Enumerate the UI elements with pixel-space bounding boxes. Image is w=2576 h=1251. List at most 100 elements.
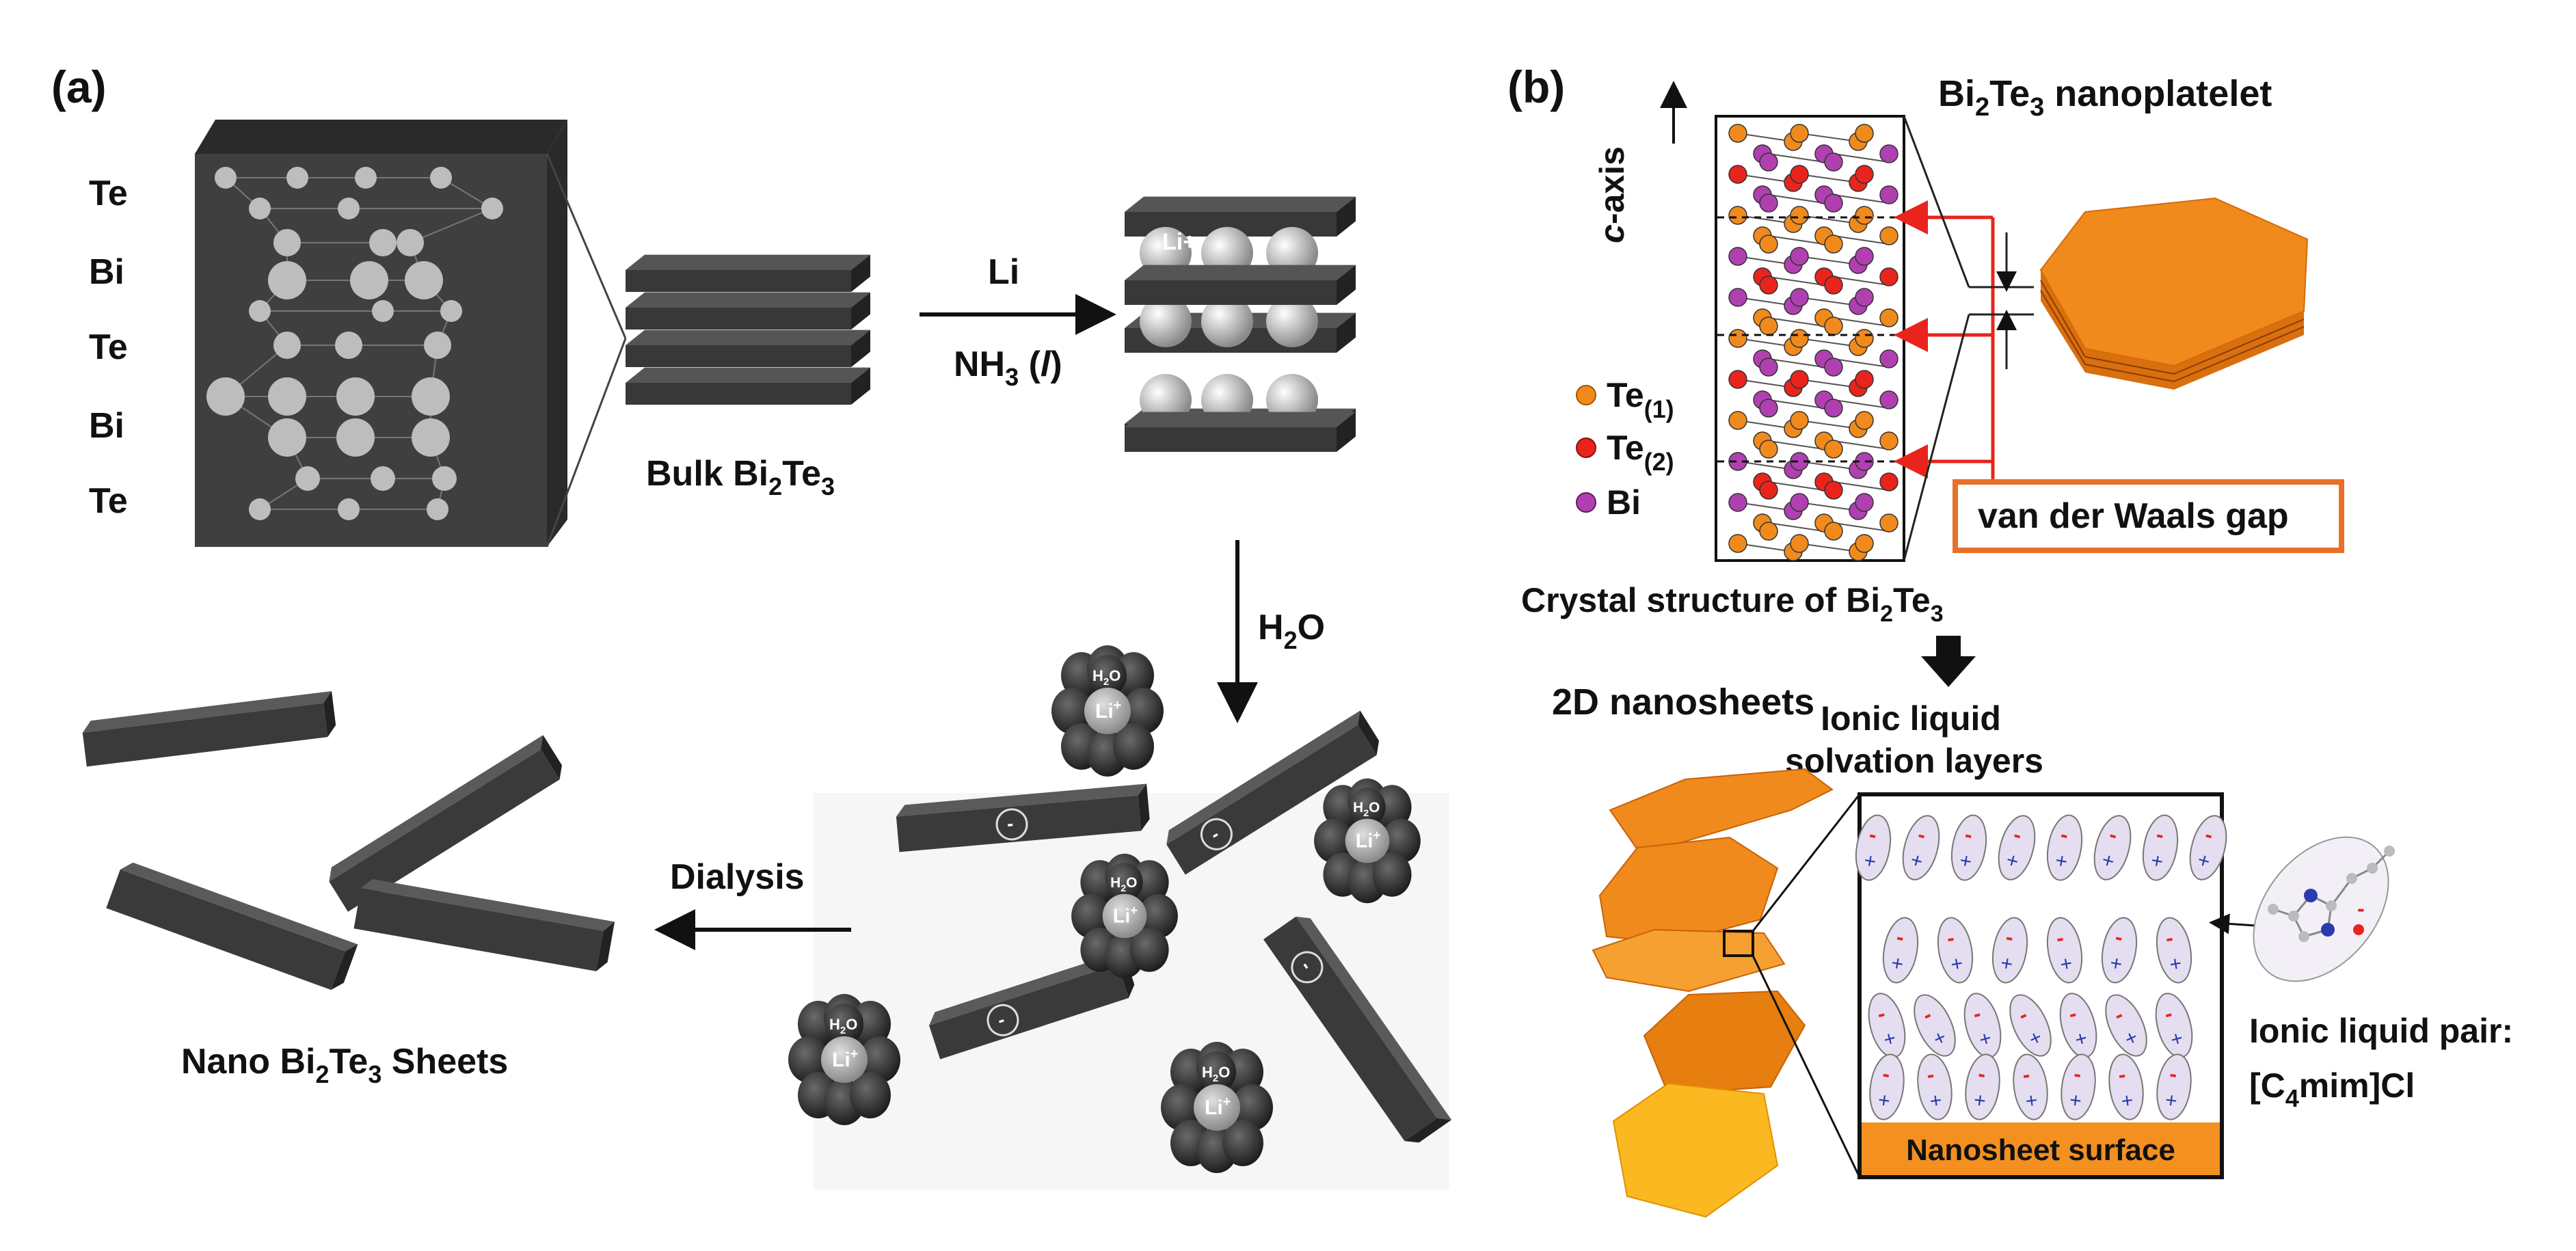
crystal-bond [1768, 399, 1825, 409]
charge-ring [1200, 818, 1233, 850]
crystal-bond [1768, 481, 1825, 491]
crystal-atom [1879, 144, 1899, 163]
inter-layer-top [1125, 265, 1356, 280]
ion-pair-shell [2013, 1053, 2048, 1120]
bulk-layer-front [626, 383, 851, 405]
bulk-layer-side [851, 254, 870, 292]
water-molecule [1349, 788, 1386, 827]
nano-sheet-top [120, 862, 358, 952]
crystal-atom [1855, 370, 1874, 389]
water-molecule [1161, 1084, 1202, 1131]
water-molecule [1138, 893, 1178, 939]
crystal-atom [1824, 399, 1843, 418]
legend-te1: Te(1) [1607, 376, 1674, 423]
vdw-gap-pointers [1894, 200, 1995, 518]
ion-label: Li+ [1113, 904, 1138, 927]
ion-pair-shell [2189, 815, 2227, 880]
nano-sheet-end [331, 944, 358, 991]
water-label: H2O [1202, 1064, 1230, 1084]
inter-layer-front [1125, 280, 1337, 305]
ion-pair: -+ [1965, 1053, 2000, 1120]
ion-pair-shell [2046, 814, 2083, 881]
nano-sheet-face [106, 869, 345, 991]
cation-sign: + [2068, 1089, 2083, 1113]
ion-pair: -+ [2155, 993, 2193, 1058]
zoom-line-sheet-bottom [1752, 955, 1861, 1178]
crystal-atom [1855, 329, 1874, 348]
vdw-dashed-lines [1717, 216, 1903, 463]
inter-layer-side [1337, 196, 1356, 237]
ion-pair-shell [1965, 1053, 2000, 1120]
crystal-bond [1799, 461, 1859, 470]
crystal-atom [1728, 493, 1747, 512]
nano-sheets [82, 690, 615, 991]
ion-pair-shell [1991, 917, 2028, 984]
crystal-bond [1833, 522, 1890, 532]
cation-sign: + [1862, 849, 1878, 874]
layer-label-te-3: Te [89, 481, 128, 521]
atom [350, 261, 388, 299]
crystal-atom [1759, 440, 1778, 459]
crystal-atom [1759, 522, 1778, 541]
crystal-atom [1855, 493, 1874, 512]
cation-sign: + [2168, 952, 2184, 977]
water-molecule [1314, 818, 1354, 863]
atom [335, 332, 362, 359]
ion-pair: -+ [2059, 993, 2097, 1058]
inter-layer-side [1337, 412, 1356, 452]
ion-label: Li+ [1356, 829, 1380, 852]
ion-pair: -+ [2108, 1053, 2144, 1120]
bulk-layer-side [851, 292, 870, 329]
exfoliated-sheet: - [1263, 916, 1452, 1143]
zoom-line-b-top [1903, 116, 1970, 288]
ion-pair-shell [2108, 1053, 2144, 1120]
lithium-sphere [1266, 295, 1318, 347]
crystal-bond [1833, 399, 1890, 409]
ion-pair: -+ [2046, 814, 2083, 881]
atom [412, 377, 450, 416]
ion-pair: -+ [2156, 917, 2192, 984]
atom [249, 498, 271, 520]
lithium-ion [1102, 893, 1147, 939]
zoom-line-bottom [546, 338, 627, 548]
crystal-atom [1879, 390, 1899, 409]
water-molecule [1198, 1051, 1236, 1092]
crystal-atom [1790, 411, 1809, 430]
layer-label-te-2: Te [89, 327, 128, 367]
anion-sign: - [2072, 1061, 2083, 1086]
step-water-label: H2O [1258, 608, 1325, 654]
atom [249, 300, 271, 322]
lithium-ion [1084, 688, 1131, 734]
exfoliated-sheets: ---- [896, 710, 1452, 1143]
water-molecule [1051, 688, 1092, 734]
crystal-atom [1824, 440, 1843, 459]
ion-pair: -+ [2101, 917, 2138, 984]
atom [427, 498, 448, 520]
solvation-ion-pairs: -+-+-+-+-+-+-+-+-+-+-+-+-+-+-+-+-+-+-+-+… [1855, 814, 2227, 1120]
crystal-atom [1824, 317, 1843, 336]
exfoliated-sheet-face [1263, 916, 1437, 1142]
atom [338, 198, 360, 219]
crystal-atom [1855, 206, 1874, 225]
crystal-bond [1768, 235, 1825, 245]
crystal-atom [1790, 206, 1809, 225]
layer-label-te-1: Te [89, 174, 128, 213]
legend-marker-te1 [1576, 385, 1596, 405]
ion-pair: -+ [2061, 1053, 2096, 1120]
water-molecule [788, 1036, 829, 1083]
nano-sheet-top [329, 735, 544, 882]
inter-layer-top [1125, 196, 1356, 212]
crystal-bond [1833, 153, 1890, 163]
inter-layer-side [1337, 312, 1356, 353]
ion-pair-shell [1950, 814, 1987, 881]
crystal-atoms [206, 167, 503, 520]
lithium-sphere [1201, 295, 1253, 347]
water-molecule [1372, 852, 1412, 897]
atom [268, 261, 306, 299]
bulk-layer-side [851, 329, 870, 367]
ion-pair-shell [2142, 814, 2179, 881]
